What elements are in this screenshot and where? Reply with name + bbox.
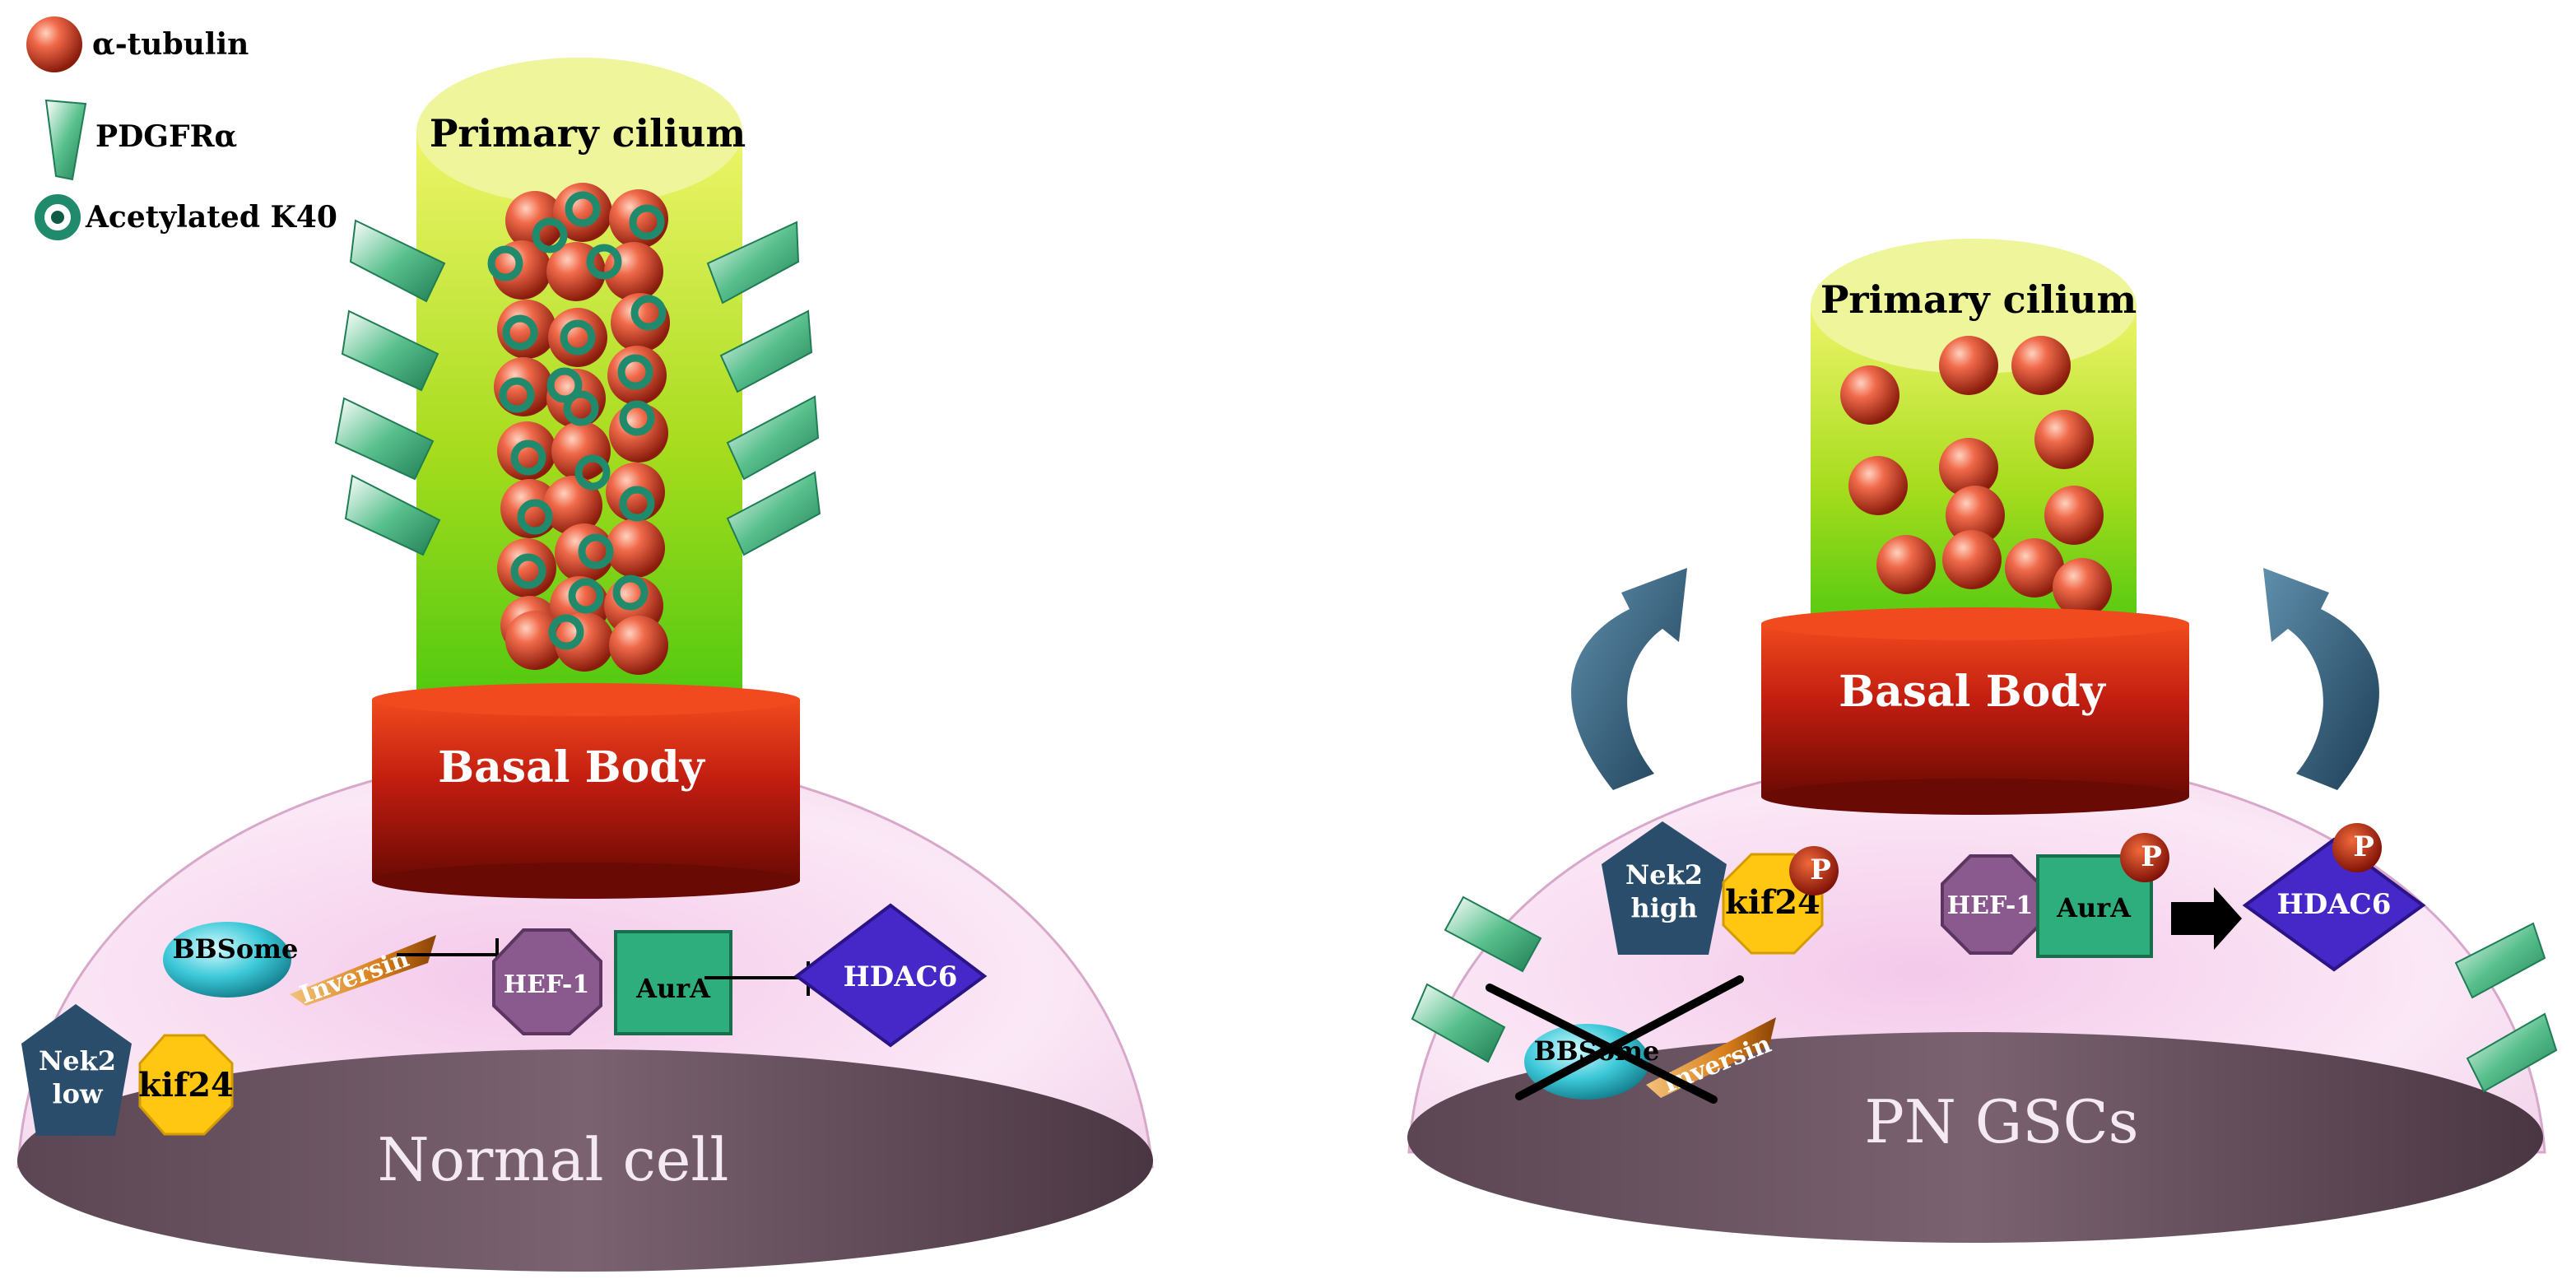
left-hdac6: HDAC6 xyxy=(793,903,988,1048)
right-aura: AurA P xyxy=(2036,833,2169,958)
pdgfr-receptor xyxy=(706,221,800,305)
right-nek2-label-2: high xyxy=(1630,892,1697,923)
pdgfr-receptor xyxy=(719,309,813,393)
right-hef1: HEF-1 xyxy=(1941,854,2041,955)
pdgfr-receptor xyxy=(349,219,446,303)
left-nek2-label-2: low xyxy=(52,1078,104,1109)
right-aura-phospho-label: P xyxy=(2141,840,2162,873)
left-basal-body: Basal Body xyxy=(372,683,800,899)
right-activation-arrow-icon xyxy=(2171,887,2242,950)
right-curved-arrows xyxy=(1571,568,2379,790)
right-kif24-phospho-label: P xyxy=(1810,853,1831,886)
pdgfr-receptor xyxy=(334,397,435,481)
legend-ring-core xyxy=(51,211,64,224)
legend-tubulin-label: α-tubulin xyxy=(92,27,249,62)
right-aura-label: AurA xyxy=(2056,892,2132,923)
left-primary-cilium: Primary cilium xyxy=(416,58,746,708)
left-cell-label: Normal cell xyxy=(378,1125,729,1194)
legend-ring-label: Acetylated K40 xyxy=(85,200,337,235)
left-kif24: kif24 xyxy=(138,1034,234,1136)
right-cell-label: PN GSCs xyxy=(1864,1087,2138,1156)
left-nek2: Nek2 low xyxy=(21,1004,132,1136)
left-panel: Primary cilium xyxy=(16,58,1154,1272)
right-kif24: kif24 P xyxy=(1722,846,1839,955)
legend-tubulin-icon xyxy=(26,16,82,72)
legend-ring-icon xyxy=(35,194,81,240)
left-aura-label: AurA xyxy=(635,973,711,1004)
right-basal-body: Basal Body xyxy=(1761,607,2189,815)
curved-arrow-left-icon xyxy=(1571,568,1687,790)
left-bbsome xyxy=(163,922,291,998)
left-basal-body-label: Basal Body xyxy=(438,742,705,793)
pdgfr-receptor xyxy=(344,474,441,556)
pdgfr-receptor xyxy=(726,471,821,556)
right-hdac6-phospho xyxy=(2332,823,2382,872)
pdgfr-receptor xyxy=(1411,983,1506,1063)
left-hdac6-label: HDAC6 xyxy=(844,960,958,993)
legend-pdgfr-icon xyxy=(44,99,87,181)
right-cilium-label: Primary cilium xyxy=(1820,277,2137,322)
left-bbsome-label: BBSome xyxy=(173,933,299,965)
left-kif24-label: kif24 xyxy=(138,1066,234,1105)
left-aura: AurA xyxy=(614,930,732,1035)
pdgfr-receptor xyxy=(341,309,439,392)
legend: α-tubulin PDGFRα Acetylated K40 xyxy=(26,16,337,240)
pdgfr-receptor xyxy=(2454,922,2546,999)
right-hdac6-phospho-label: P xyxy=(2353,830,2374,863)
pdgfr-receptor xyxy=(1444,895,1542,973)
left-cilium-label: Primary cilium xyxy=(430,111,746,156)
right-tubulin-scattered xyxy=(1840,336,2112,617)
right-panel: Primary cilium Basal Body xyxy=(1407,239,2558,1243)
left-hef1: HEF-1 xyxy=(492,928,602,1035)
left-hef1-label: HEF-1 xyxy=(504,970,590,999)
left-acetyl-rings xyxy=(487,191,667,650)
left-pdgfr-receptors xyxy=(334,219,821,556)
right-hef1-label: HEF-1 xyxy=(1947,891,2034,920)
left-cell-base xyxy=(17,1049,1153,1272)
right-nek2: Nek2 high xyxy=(1602,821,1727,955)
pdgfr-receptor xyxy=(2466,1012,2558,1093)
right-hdac6: HDAC6 P xyxy=(2242,823,2426,972)
right-hdac6-label: HDAC6 xyxy=(2277,888,2392,921)
right-kif24-phospho xyxy=(1789,846,1839,895)
curved-arrow-right-icon xyxy=(2263,568,2379,790)
left-nek2-label-1: Nek2 xyxy=(39,1045,116,1077)
right-cross-mark-icon xyxy=(1486,975,1744,1104)
right-nek2-label-1: Nek2 xyxy=(1625,859,1703,891)
right-basal-body-label: Basal Body xyxy=(1839,667,2106,717)
legend-pdgfr-label: PDGFRα xyxy=(95,119,237,154)
right-aura-phospho xyxy=(2120,833,2169,882)
left-inversin xyxy=(290,935,436,1006)
right-pdgfr-receptors xyxy=(1411,895,2558,1093)
pdgfr-receptor xyxy=(726,395,820,481)
